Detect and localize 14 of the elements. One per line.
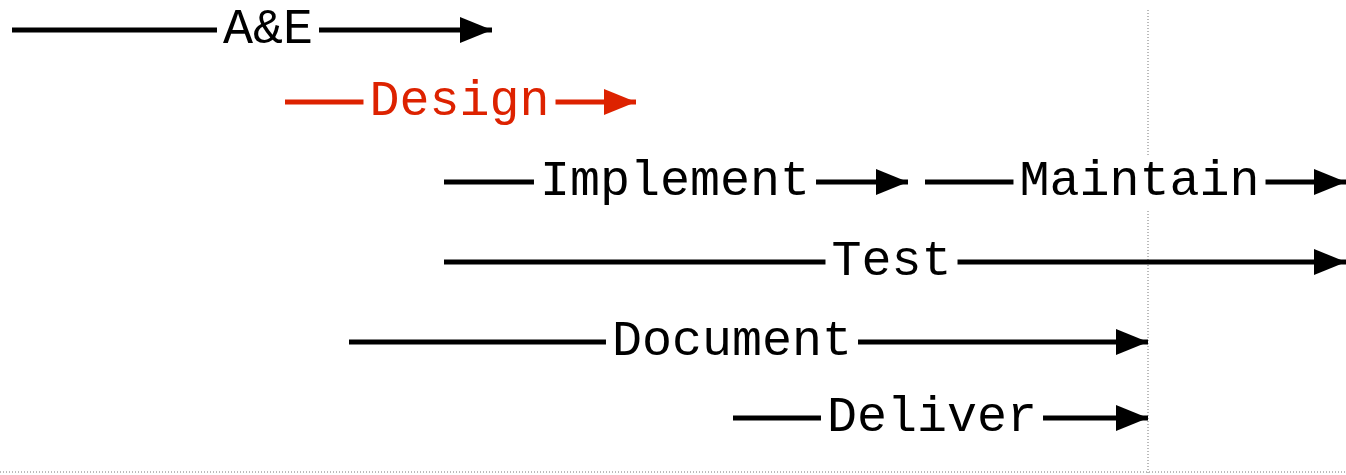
arrow xyxy=(957,249,1346,275)
line xyxy=(349,339,606,345)
line xyxy=(733,415,821,421)
line xyxy=(12,27,217,33)
arrow xyxy=(319,17,492,43)
arrow xyxy=(1043,405,1148,431)
line xyxy=(444,179,534,185)
arrow xyxy=(1265,169,1346,195)
arrow xyxy=(858,329,1148,355)
arrow xyxy=(555,89,636,115)
arrow xyxy=(816,169,908,195)
line xyxy=(925,179,1014,185)
line xyxy=(444,259,826,265)
line xyxy=(285,99,364,105)
